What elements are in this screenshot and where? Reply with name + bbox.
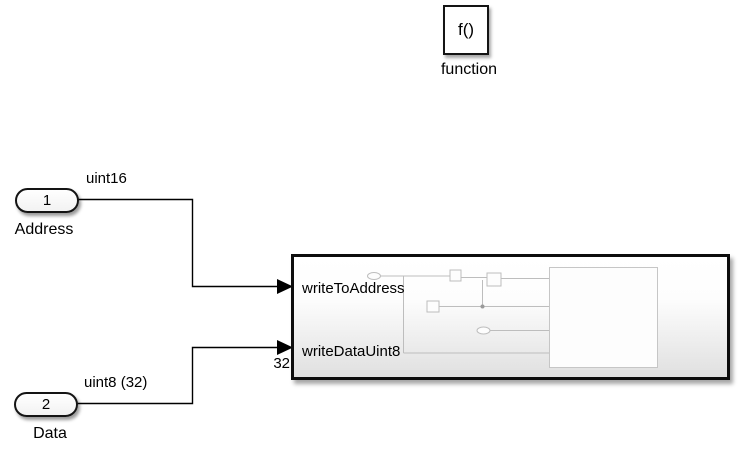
subsystem-inport-label-write-to-address: writeToAddress [302,280,405,297]
inport-number: 1 [42,192,52,209]
inport-number: 2 [41,396,51,413]
signal-type-label-uint16: uint16 [86,170,127,187]
signal-line-data[interactable] [77,340,293,405]
subsystem-inport-label-write-data-uint8: writeDataUint8 [302,343,401,360]
preview-small-block [449,269,462,282]
subsystem-contents-preview [367,267,658,368]
signal-width-annotation: 32 [273,355,290,372]
inport-name-address[interactable]: Address [14,221,74,238]
inport-block-address[interactable]: 1 [15,188,79,213]
preview-branch-junction [480,304,485,309]
preview-small-block [426,300,440,313]
function-block[interactable]: f() [443,5,489,55]
subsystem-block[interactable]: writeToAddress writeDataUint8 [291,254,730,380]
signal-type-label-uint8-32: uint8 (32) [84,374,148,391]
function-block-name[interactable]: function [440,61,498,78]
preview-inport-icon [476,326,491,335]
preview-large-block [549,267,658,368]
function-block-icon-text: f() [457,20,475,39]
preview-small-block [486,272,502,287]
arrowhead-write-to-address [277,279,293,294]
arrowhead-write-data-uint8 [277,340,293,355]
preview-inport-icon [367,272,381,280]
inport-block-data[interactable]: 2 [14,392,78,417]
signal-line-address[interactable] [77,198,293,295]
inport-name-data[interactable]: Data [33,425,67,442]
